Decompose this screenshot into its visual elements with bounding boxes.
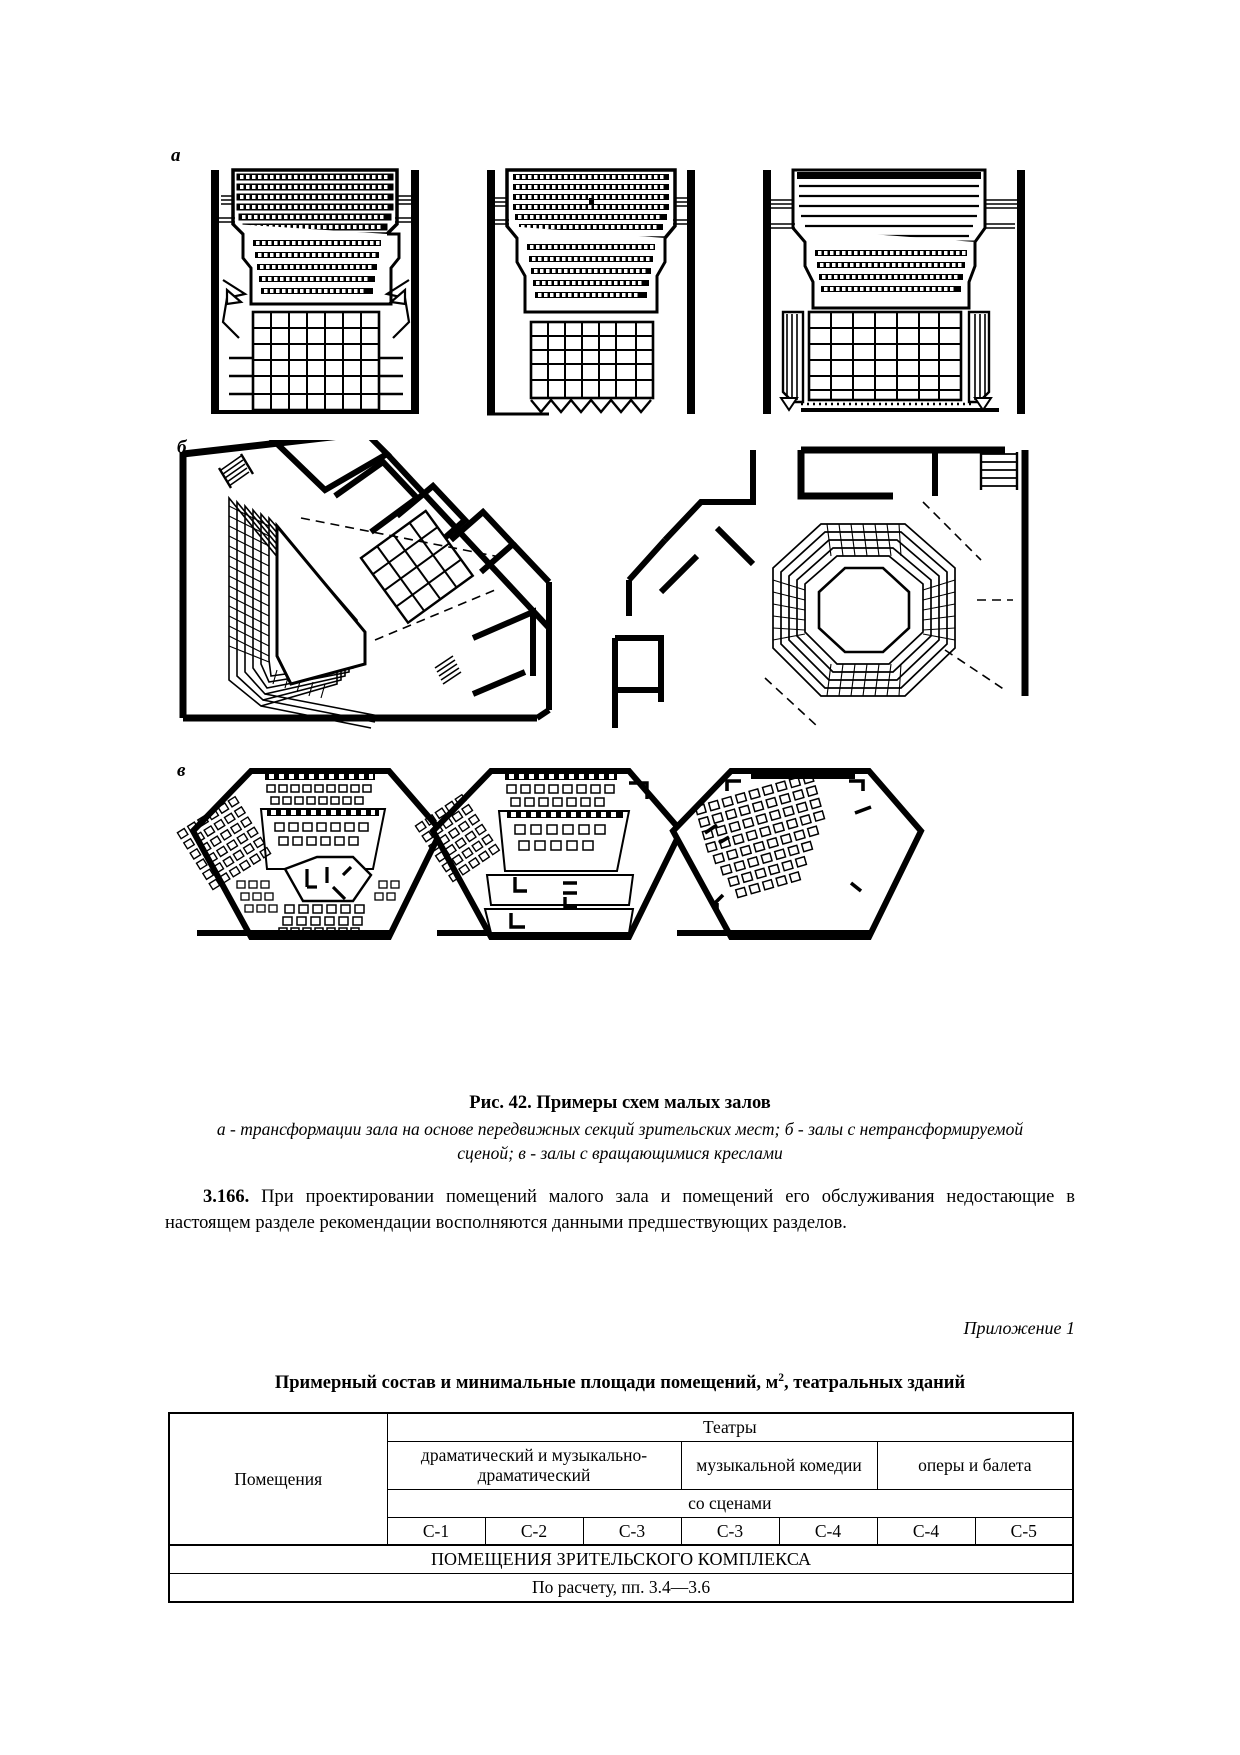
header-theatre-type-musical-comedy: музыкальной комедии	[680, 1440, 878, 1490]
header-theatres: Театры	[386, 1411, 1075, 1442]
header-stage-code-2: С-2	[484, 1516, 584, 1546]
figure-caption: Рис. 42. Примеры схем малых залов а - тр…	[165, 1092, 1075, 1165]
row-b-drawing	[179, 440, 1029, 729]
table-row-header-2: драматический и музыкально-драматический…	[169, 1440, 1075, 1490]
table-title-superscript: 2	[778, 1372, 784, 1384]
header-stage-code-1: С-1	[386, 1516, 486, 1546]
figure-row-label-b: б	[177, 437, 187, 458]
header-stage-code-7: С-5	[974, 1516, 1075, 1546]
premises-table: Помещения Театры драматический и музыкал…	[167, 1411, 1075, 1604]
table-row-first-entry: По расчету, пп. 3.4—3.6	[167, 1573, 1075, 1604]
row-by-calculation: По расчету, пп. 3.4—3.6	[167, 1573, 1075, 1604]
table-title-pre: Примерный состав и минимальные площади п…	[274, 1373, 779, 1394]
header-premises: Помещения	[168, 1411, 388, 1546]
row-a-drawing	[211, 168, 1025, 416]
table-title: Примерный состав и минимальные площади п…	[165, 1372, 1075, 1394]
paragraph-text: При проектировании помещений малого зала…	[165, 1187, 1075, 1233]
header-stages: со сценами	[386, 1488, 1075, 1518]
figure-caption-subtitle: а - трансформации зала на основе передви…	[216, 1119, 1024, 1163]
row-v-drawing	[176, 768, 925, 940]
header-theatre-type-drama: драматический и музыкально-драматический	[386, 1440, 682, 1490]
premises-table-wrapper: Помещения Театры драматический и музыкал…	[167, 1411, 1075, 1604]
figure-row-label-a: а	[171, 145, 181, 166]
appendix-label: Приложение 1	[963, 1318, 1075, 1338]
header-theatre-type-opera-ballet: оперы и балета	[876, 1440, 1075, 1490]
paragraph-number: 3.166.	[203, 1187, 250, 1207]
section-header-audience-complex: ПОМЕЩЕНИЯ ЗРИТЕЛЬСКОГО КОМПЛЕКСА	[167, 1544, 1075, 1575]
figure-42: а	[165, 140, 1075, 970]
figure-row-b-panels	[165, 440, 1075, 730]
table-row-section-header: ПОМЕЩЕНИЯ ЗРИТЕЛЬСКОГО КОМПЛЕКСА	[167, 1544, 1075, 1575]
figure-row-v-panels	[165, 765, 1075, 960]
header-stage-code-4: С-3	[680, 1516, 780, 1546]
figure-row-label-v: в	[177, 760, 186, 781]
paragraph-3-166: 3.166. При проектировании помещений мало…	[165, 1185, 1075, 1237]
table-row-header-1: Помещения Театры	[168, 1411, 1075, 1546]
figure-row-a-panels	[165, 162, 1075, 430]
table-title-post: , театральных зданий	[783, 1373, 966, 1394]
header-stage-code-5: С-4	[778, 1516, 878, 1546]
table-row-header-3: со сценами	[169, 1488, 1075, 1518]
figure-caption-title: Рис. 42. Примеры схем малых залов	[469, 1093, 771, 1113]
header-stage-code-3: С-3	[582, 1516, 682, 1546]
header-stage-code-6: С-4	[876, 1516, 976, 1546]
